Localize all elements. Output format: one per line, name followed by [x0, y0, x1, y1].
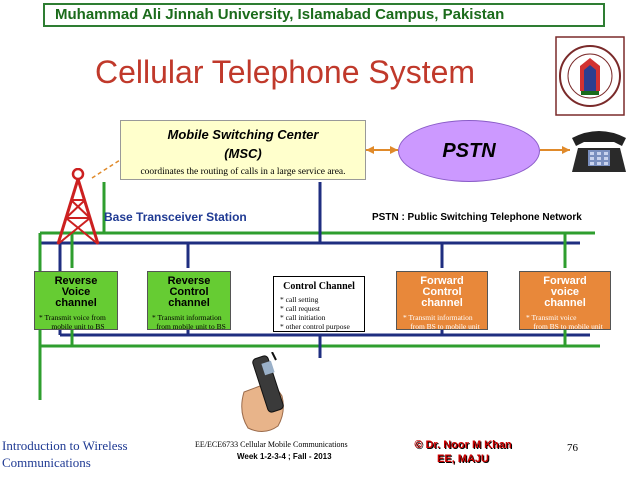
footer-term: Week 1-2-3-4 ; Fall - 2013 — [237, 452, 332, 461]
desk-telephone-icon — [572, 131, 626, 172]
forward-voice-title: Forward voice channel — [520, 276, 610, 309]
footer-course: Introduction to Wireless Communications — [2, 437, 128, 471]
forward-voice-desc: * Transmit voice from BS to mobile unit — [520, 313, 610, 331]
forward-control-desc: * Transmit information from BS to mobile… — [397, 313, 487, 331]
footer-course-code: EE/ECE6733 Cellular Mobile Communication… — [195, 440, 348, 449]
control-item: * other control purpose — [280, 322, 350, 331]
title-line: Voice — [61, 286, 91, 298]
mobile-phone-icon — [241, 352, 284, 432]
title-line: voice — [550, 286, 580, 298]
reverse-control-title: Reverse Control channel — [148, 276, 230, 309]
reverse-control-desc: * Transmit information from mobile unit … — [148, 313, 230, 331]
page-number: 76 — [567, 442, 578, 454]
desc-line: from BS to mobile unit — [533, 322, 603, 331]
reverse-control-channel-box: Reverse Control channel * Transmit infor… — [147, 271, 231, 331]
forward-control-channel-box: Forward Control channel * Transmit infor… — [396, 271, 488, 331]
desc-line: * Transmit voice — [526, 313, 577, 322]
desc-line: * Transmit information — [152, 313, 222, 322]
author-line: EE, MAJU — [437, 453, 489, 465]
desc-line: * Transmit information — [403, 313, 473, 322]
title-line: Forward — [420, 275, 464, 287]
author-line: © Dr. Noor M Khan — [414, 439, 512, 451]
antenna-tower-icon — [56, 168, 100, 245]
forward-voice-channel-box: Forward voice channel * Transmit voice f… — [519, 271, 611, 331]
bts-label: Base Transceiver Station — [104, 210, 247, 224]
pstn-note: PSTN : Public Switching Telephone Networ… — [372, 212, 582, 223]
control-item: * call setting — [280, 295, 319, 304]
university-name: Muhammad Ali Jinnah University, Islamaba… — [55, 6, 505, 23]
pstn-label: PSTN — [442, 140, 496, 162]
msc-title: Mobile Switching Center — [167, 127, 319, 142]
title-line: channel — [544, 297, 586, 309]
course-line: Introduction to Wireless — [2, 438, 128, 453]
title-line: Forward — [543, 275, 587, 287]
msc-box: Mobile Switching Center (MSC) coordinate… — [120, 120, 366, 180]
title-line: Reverse — [54, 275, 98, 287]
desc-line: mobile unit to BS — [51, 322, 105, 331]
title-line: channel — [421, 297, 463, 309]
course-line: Communications — [2, 455, 91, 470]
desc-line: * Transmit voice from — [39, 313, 106, 322]
desc-line: from mobile unit to BS — [156, 322, 226, 331]
reverse-voice-title: Reverse Voice channel — [35, 276, 117, 309]
control-channel-title: Control Channel — [283, 281, 355, 292]
title-line: Control — [169, 286, 209, 298]
header-bar: Muhammad Ali Jinnah University, Islamaba… — [43, 3, 605, 27]
forward-control-title: Forward Control channel — [397, 276, 487, 309]
pstn-ellipse: PSTN — [398, 120, 540, 182]
title-line: Control — [422, 286, 462, 298]
title-line: channel — [168, 297, 210, 309]
title-line: Reverse — [167, 275, 211, 287]
footer-author: © Dr. Noor M Khan EE, MAJU — [408, 438, 518, 466]
msc-abbr: (MSC) — [224, 146, 262, 161]
control-channel-items: * call setting * call request * call ini… — [274, 295, 364, 331]
reverse-voice-desc: * Transmit voice from mobile unit to BS — [35, 313, 117, 331]
desc-line: from BS to mobile unit — [410, 322, 480, 331]
reverse-voice-channel-box: Reverse Voice channel * Transmit voice f… — [34, 271, 118, 331]
msc-description: coordinates the routing of calls in a la… — [140, 167, 346, 177]
slide-title: Cellular Telephone System — [95, 54, 476, 90]
control-item: * call initiation — [280, 313, 326, 322]
title-line: channel — [55, 297, 97, 309]
control-item: * call request — [280, 304, 320, 313]
control-channel-box: Control Channel * call setting * call re… — [273, 276, 365, 332]
university-logo — [555, 36, 625, 116]
